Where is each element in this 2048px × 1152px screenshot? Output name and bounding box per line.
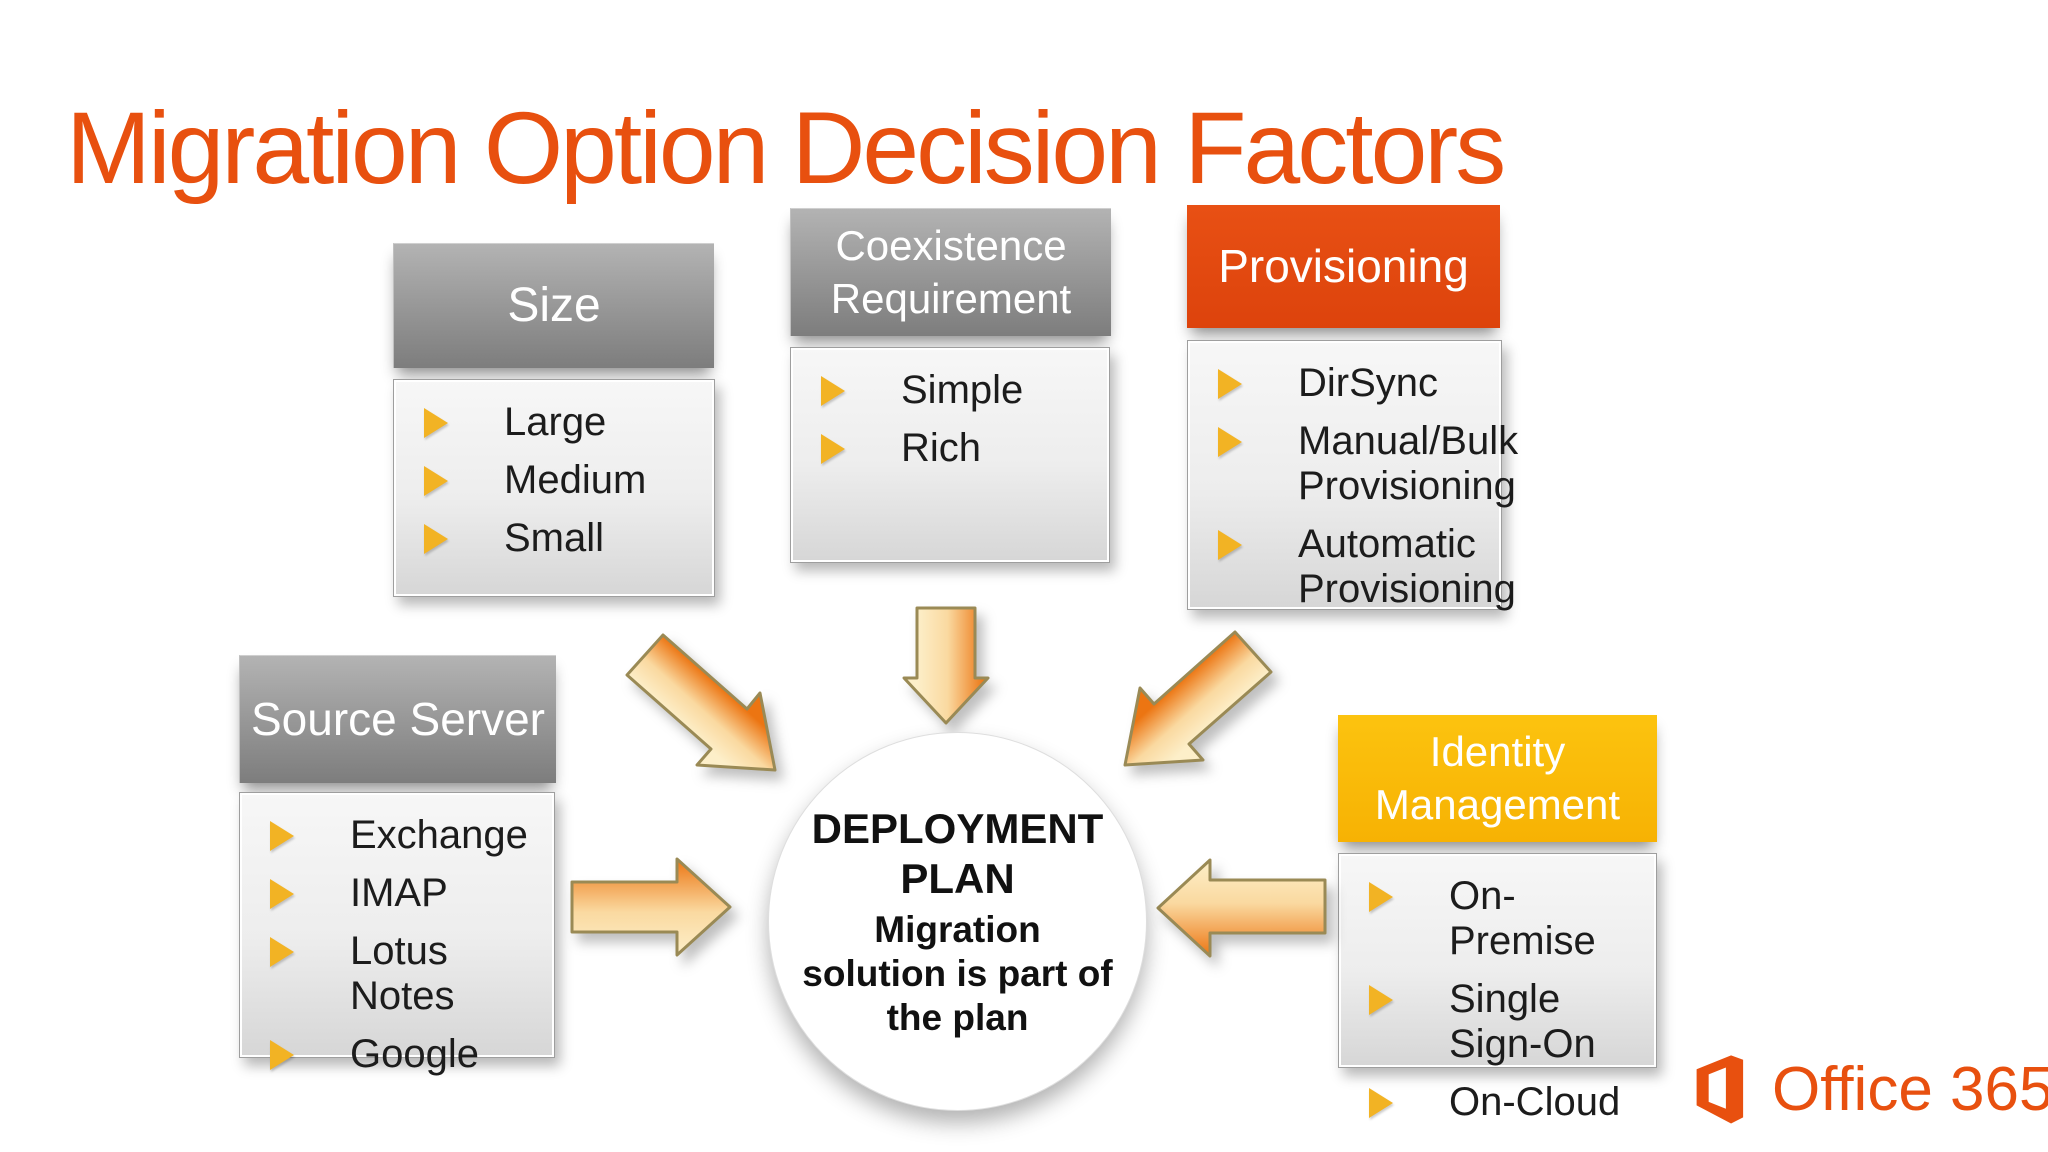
bullet-triangle-icon [821,376,845,406]
factor-label: Coexistence Requirement [830,222,1072,322]
factor-body-provisioning: DirSync Manual/Bulk Provisioning Automat… [1187,340,1518,612]
item-label: Simple [901,368,1024,412]
item-label: DirSync [1298,361,1439,405]
bullet-triangle-icon [1218,530,1242,560]
arrow-down-right-icon [625,633,777,772]
list-item: Single Sign-On [1359,977,1648,1067]
arrow-down-icon [902,606,990,725]
bullet-triangle-icon [1218,369,1242,399]
factor-header-coexistence: Coexistence Requirement [790,208,1111,336]
list-item: Exchange [260,813,546,858]
arrow-right-icon [570,857,732,957]
deployment-plan-subtitle: Migration solution is part of the plan [802,908,1113,1038]
bullet-triangle-icon [270,821,294,851]
arrow-down-left-icon [1123,630,1273,767]
list-item: Lotus Notes [260,929,546,1019]
item-label: On-Cloud [1449,1080,1621,1124]
list-item: IMAP [260,871,546,916]
list-item: Manual/Bulk Provisioning [1208,419,1518,509]
item-label: Small [504,516,605,560]
bullet-triangle-icon [1369,1088,1393,1118]
bullet-triangle-icon [270,879,294,909]
item-label: Manual/Bulk Provisioning [1298,419,1519,508]
factor-body-size: Large Medium Small [393,379,715,597]
factor-body-identity-management: On-Premise Single Sign-On On-Cloud [1338,853,1657,1124]
list-item: Rich [811,426,1101,471]
factor-header-size: Size [393,243,714,368]
factor-label: Identity Management [1374,728,1621,828]
bullet-triangle-icon [821,434,845,464]
bullet-triangle-icon [424,524,448,554]
item-label: Automatic Provisioning [1298,522,1516,611]
list-item: Google [260,1032,546,1077]
office-365-logo-icon [1696,1055,1744,1124]
factor-label: Size [507,279,601,332]
factor-header-identity-management: Identity Management [1338,715,1657,842]
item-label: IMAP [350,871,448,915]
factor-label: Provisioning [1218,239,1469,292]
bullet-triangle-icon [270,937,294,967]
factor-body-source-server: Exchange IMAP Lotus Notes Google [239,792,555,1076]
item-label: Single Sign-On [1449,977,1596,1066]
list-item: On-Premise [1359,874,1648,964]
page-title: Migration Option Decision Factors [66,91,1506,206]
item-label: Rich [901,426,982,470]
factor-body-coexistence: Simple Rich [790,347,1110,563]
list-item: Automatic Provisioning [1208,522,1516,612]
list-item: Medium [414,458,706,503]
bullet-triangle-icon [1369,985,1393,1015]
list-item: On-Cloud [1359,1080,1648,1125]
office-365-label: Office 365 [1772,1054,2048,1124]
list-item: Small [414,516,706,561]
item-label: Large [504,400,607,444]
item-label: Exchange [350,813,528,857]
list-item: Large [414,400,706,445]
factor-label: Source Server [250,692,545,745]
factor-header-provisioning: Provisioning [1187,205,1500,328]
bullet-triangle-icon [270,1040,294,1070]
office-365-logo: Office 365 [1688,1046,2048,1132]
item-label: Lotus Notes [350,929,455,1018]
list-item: DirSync [1208,361,1493,406]
arrow-left-icon [1156,858,1327,958]
item-label: Medium [504,458,647,502]
bullet-triangle-icon [424,408,448,438]
bullet-triangle-icon [1218,427,1242,457]
bullet-triangle-icon [1369,882,1393,912]
list-item: Simple [811,368,1101,413]
deployment-plan-circle: DEPLOYMENT PLAN Migration solution is pa… [768,732,1147,1111]
item-label: On-Premise [1449,874,1596,963]
factor-header-source-server: Source Server [239,655,556,783]
item-label: Google [350,1032,479,1076]
bullet-triangle-icon [424,466,448,496]
deployment-plan-title: DEPLOYMENT PLAN [811,804,1104,902]
